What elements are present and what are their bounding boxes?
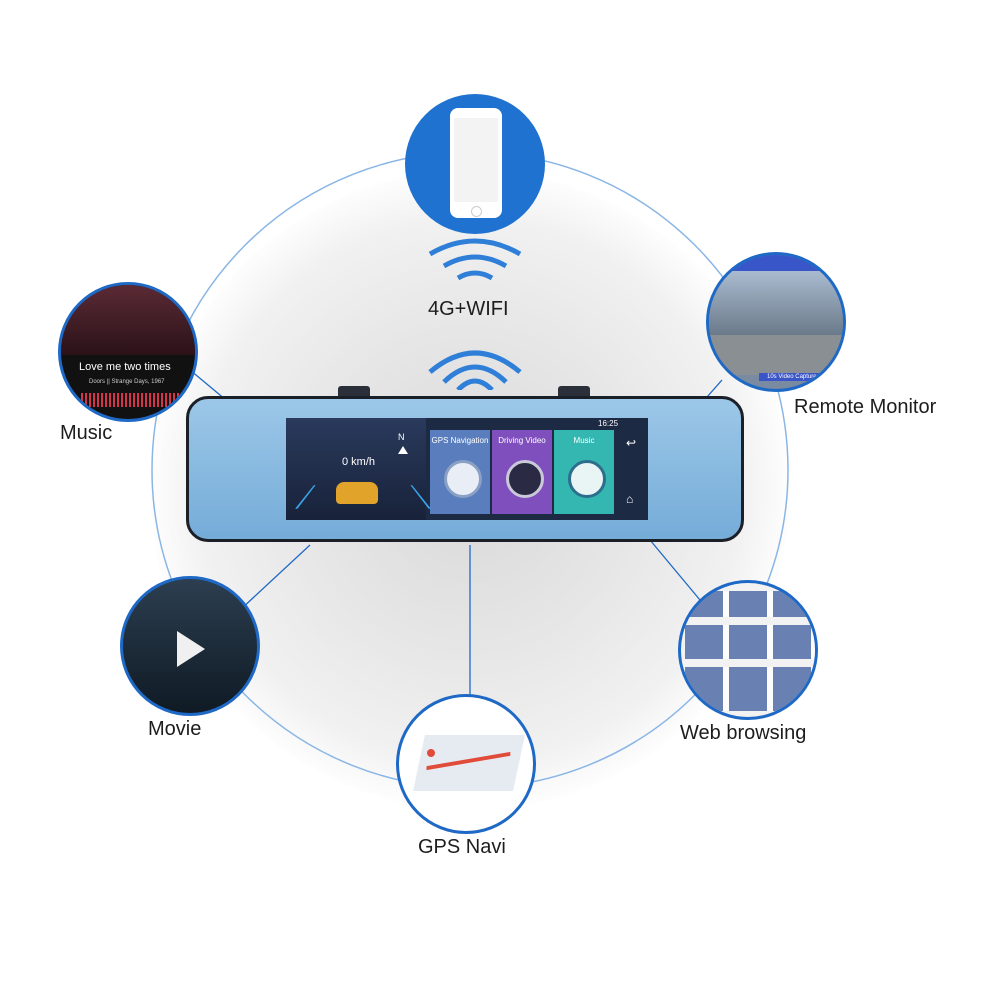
dash-panel: N 0 km/h [286, 418, 431, 520]
map-icon [413, 735, 525, 791]
camera-app-icon [506, 460, 544, 498]
tile-gps-navigation[interactable]: GPS Navigation [430, 430, 490, 514]
remote-monitor-label: Remote Monitor [794, 396, 937, 418]
wireless-label: 4G+WIFI [428, 298, 509, 320]
tile-label: Music [573, 436, 595, 445]
car-icon [336, 482, 378, 504]
song-subtitle: Doors || Strange Days, 1967 [89, 379, 165, 385]
compass-label: N [398, 432, 405, 442]
video-capture-button[interactable]: 10s Video Capture [759, 373, 825, 381]
wifi-signal-icon-lower [428, 350, 522, 390]
phone-circle [405, 94, 545, 234]
tile-label: GPS Navigation [431, 436, 489, 445]
status-time: 16:25 [598, 419, 619, 428]
web-browsing-label: Web browsing [680, 722, 807, 744]
gps-navi-circle [396, 694, 536, 834]
back-icon[interactable]: ↩ [626, 436, 637, 450]
audio-waveform [81, 393, 181, 407]
device-screen: N 0 km/h 16:25 GPS Navigation Driving Vi… [286, 418, 648, 520]
movie-label: Movie [148, 718, 202, 740]
web-browsing-circle [678, 580, 818, 720]
spoke-web [649, 539, 701, 601]
play-icon[interactable] [177, 631, 205, 667]
music-app-icon [568, 460, 606, 498]
music-label: Music [60, 422, 113, 444]
movie-circle [120, 576, 260, 716]
compass-icon [398, 446, 408, 454]
speed-readout: 0 km/h [342, 456, 376, 468]
compass-app-icon [444, 460, 482, 498]
wifi-signal-icon-upper [428, 238, 522, 281]
phone-icon [450, 108, 502, 218]
tile-driving-video[interactable]: Driving Video [492, 430, 552, 514]
remote-monitor-circle: 10s Video Capture [706, 252, 846, 392]
mirror-clip-right [558, 386, 590, 398]
gps-navi-label: GPS Navi [418, 836, 506, 858]
spoke-movie [239, 544, 311, 611]
home-icon[interactable]: ⌂ [626, 492, 634, 506]
music-circle: Love me two times Doors || Strange Days,… [58, 282, 198, 422]
mirror-clip-left [338, 386, 370, 398]
song-title: Love me two times [79, 361, 171, 373]
map-pin-icon [427, 749, 435, 757]
tile-music[interactable]: Music [554, 430, 614, 514]
tile-label: Driving Video [498, 436, 546, 445]
